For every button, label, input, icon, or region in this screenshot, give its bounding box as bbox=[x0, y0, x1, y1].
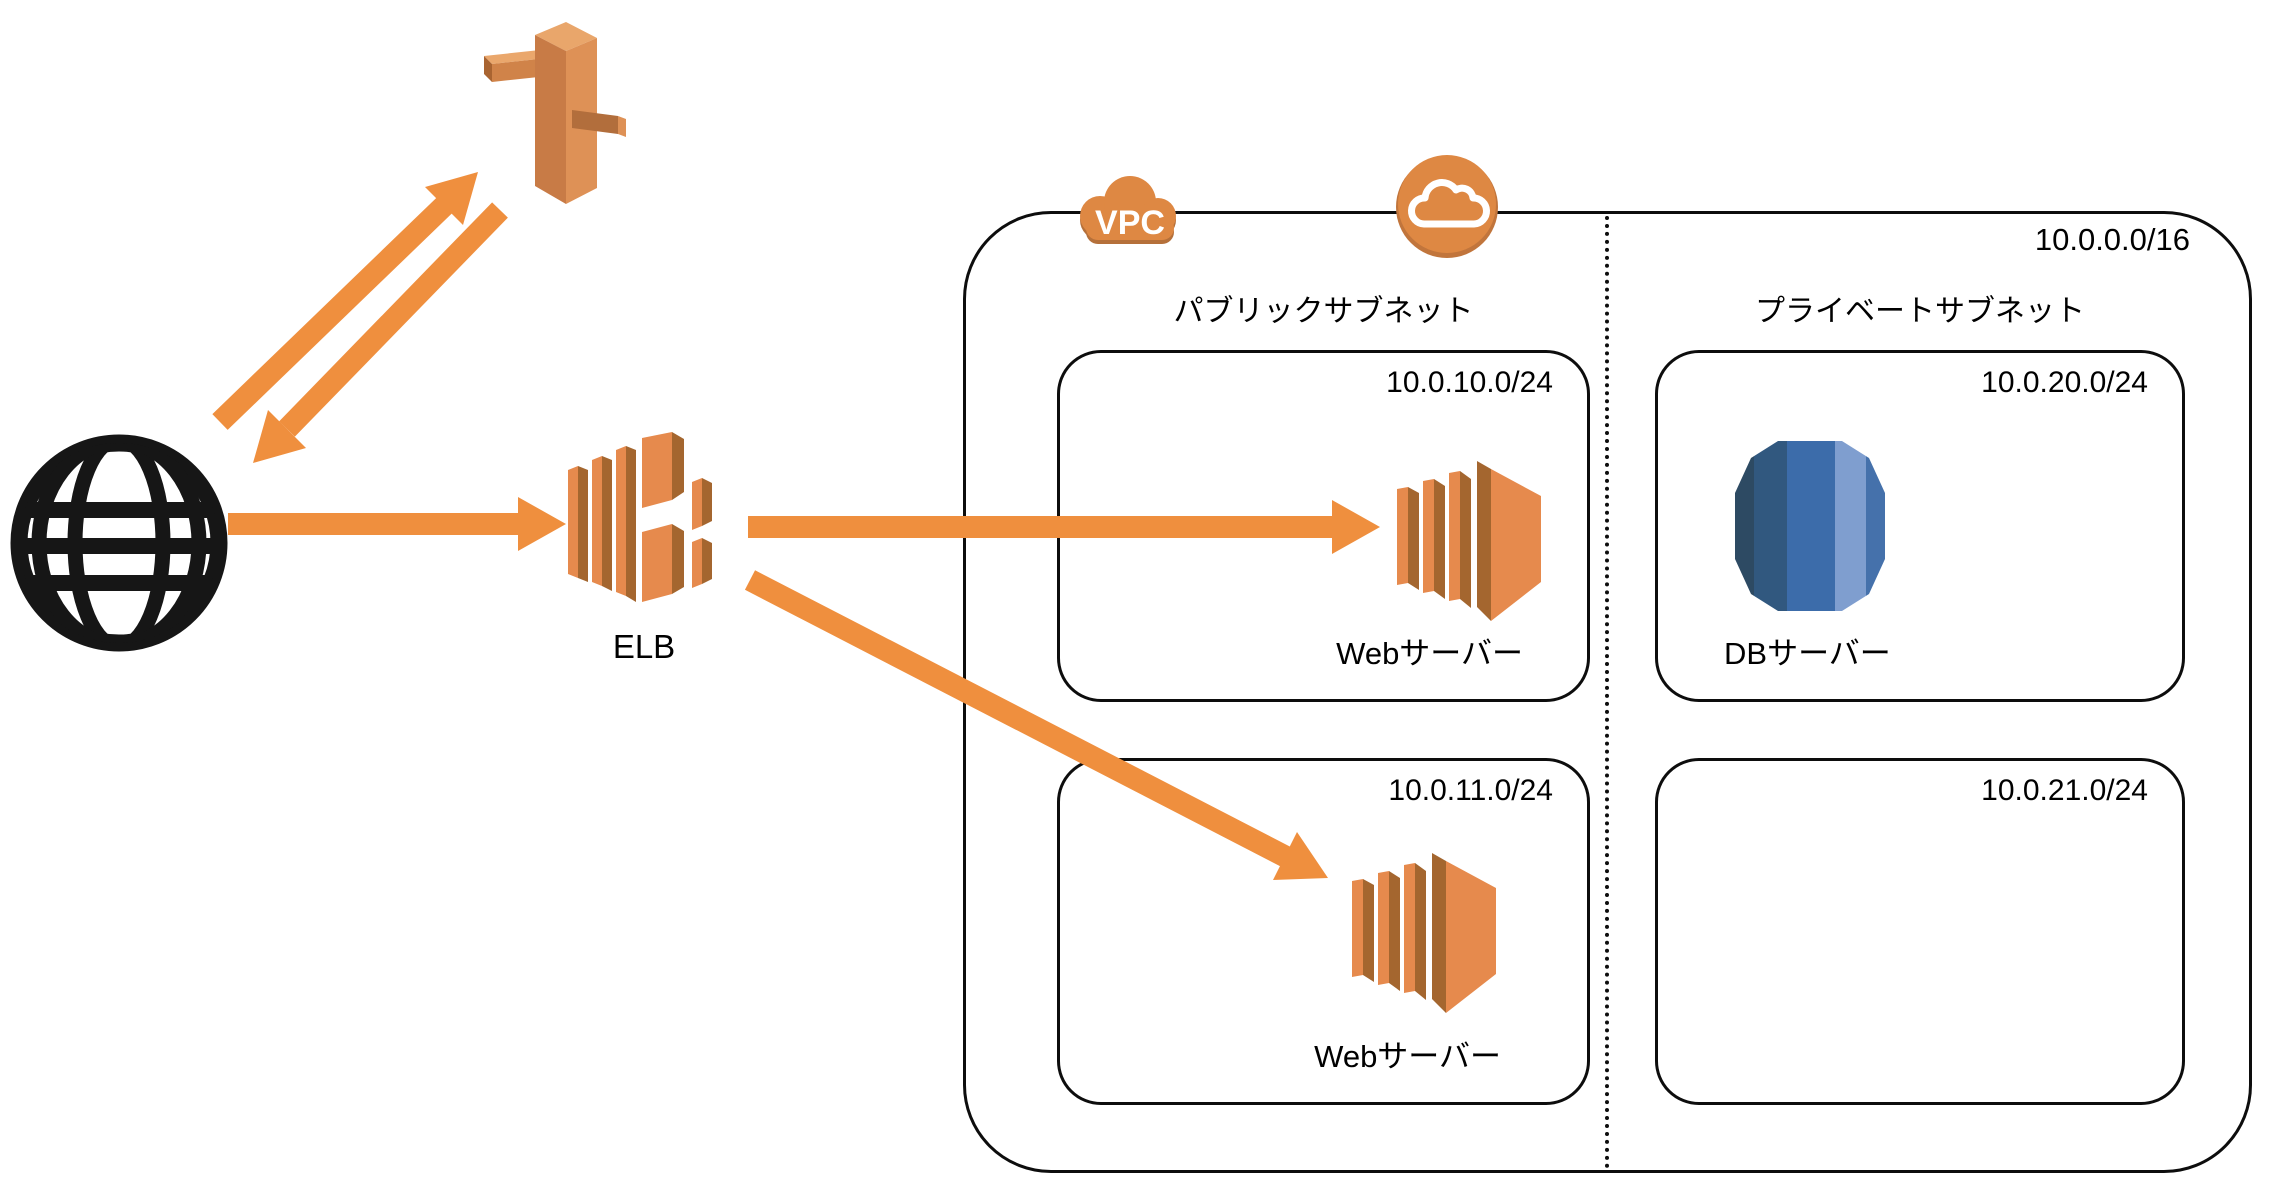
subnet-cidr-label: 10.0.20.0/24 bbox=[1981, 366, 2148, 399]
arrow-internet-to-dns bbox=[212, 172, 478, 430]
public-subnet-title: パブリックサブネット bbox=[1173, 295, 1474, 328]
route53-icon bbox=[478, 8, 630, 208]
server-label: Webサーバー bbox=[1336, 636, 1523, 671]
ec2-instance-icon bbox=[1348, 841, 1498, 1019]
subnet-cidr-label: 10.0.11.0/24 bbox=[1388, 774, 1553, 807]
globe-icon bbox=[10, 432, 228, 654]
arrow-dns-to-internet bbox=[253, 202, 508, 463]
ec2-instance-icon bbox=[1393, 449, 1543, 627]
subnet-box-private-1: 10.0.20.0/24 DBサーバー bbox=[1655, 350, 2185, 702]
rds-db-instance-icon bbox=[1732, 441, 1888, 611]
vpc-badge-text: VPC bbox=[1095, 204, 1165, 242]
subnet-box-public-1: 10.0.10.0/24 Webサーバー bbox=[1057, 350, 1590, 702]
subnet-cidr-label: 10.0.21.0/24 bbox=[1981, 774, 2148, 807]
vpc-cidr-label: 10.0.0.0/16 bbox=[2034, 222, 2190, 257]
subnet-cidr-label: 10.0.10.0/24 bbox=[1386, 366, 1553, 399]
subnet-box-private-2: 10.0.21.0/24 bbox=[1655, 758, 2185, 1105]
subnet-box-public-2: 10.0.11.0/24 Webサーバー bbox=[1057, 758, 1590, 1105]
subnet-divider-dotted-line bbox=[1605, 216, 1609, 1169]
cloud-icon bbox=[1394, 154, 1500, 260]
arrow-internet-to-elb bbox=[228, 497, 566, 551]
elb-label: ELB bbox=[612, 628, 676, 665]
vpc-cloud-badge: VPC bbox=[1072, 164, 1188, 250]
elb-icon bbox=[566, 430, 722, 612]
server-label: DBサーバー bbox=[1724, 636, 1891, 671]
private-subnet-title: プライベートサブネット bbox=[1755, 295, 2085, 328]
server-label: Webサーバー bbox=[1314, 1039, 1501, 1074]
